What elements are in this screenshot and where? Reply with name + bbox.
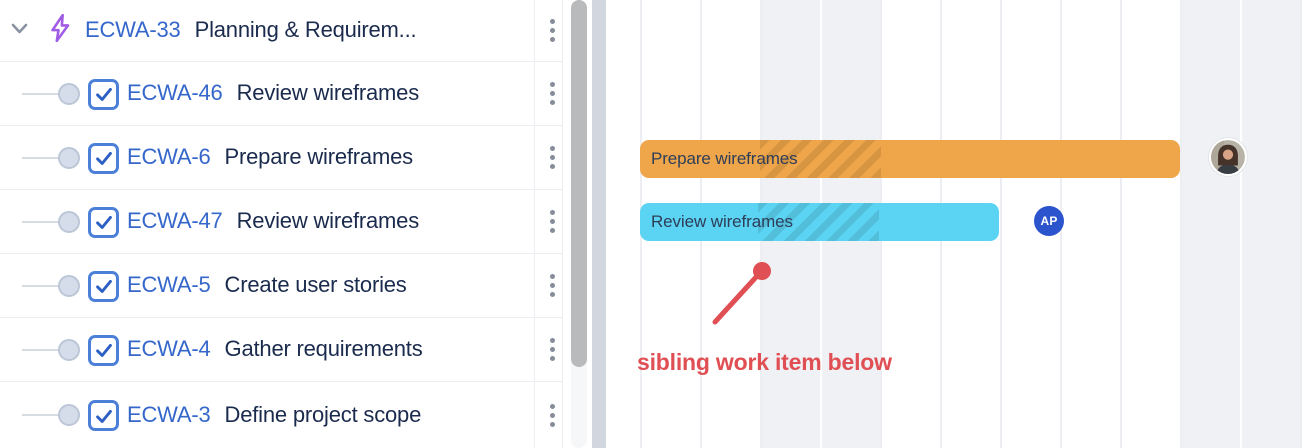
- assignee-initials-avatar: AP: [1034, 206, 1064, 236]
- day-gridline: [1180, 0, 1182, 448]
- task-checkbox-icon: [88, 78, 119, 110]
- more-actions-button[interactable]: [537, 399, 567, 431]
- work-item-key[interactable]: ECWA-46: [127, 80, 223, 105]
- assignee-photo-avatar: [1208, 137, 1248, 177]
- non-working-days-hatch: [758, 203, 879, 241]
- work-item-summary: Define project scope: [224, 401, 422, 427]
- work-item-row[interactable]: ECWA-6 Prepare wireframes: [0, 126, 562, 190]
- tree-connector: [22, 92, 59, 95]
- day-gridline: [1300, 0, 1302, 448]
- work-item-key[interactable]: ECWA-47: [127, 208, 223, 233]
- tree-connector: [22, 220, 59, 223]
- more-actions-button[interactable]: [537, 78, 567, 110]
- tree-connector: [22, 348, 59, 351]
- status-dot: [58, 82, 80, 105]
- task-checkbox-icon: [88, 400, 119, 431]
- chevron-down-icon[interactable]: [11, 22, 28, 35]
- status-dot: [58, 274, 80, 297]
- more-actions-button[interactable]: [537, 15, 567, 47]
- work-item-summary: Review wireframes: [236, 80, 420, 105]
- work-item-row[interactable]: ECWA-46 Review wireframes: [0, 62, 562, 126]
- annotation-text: sibling work item below: [637, 349, 892, 375]
- work-item-summary: Prepare wireframes: [224, 144, 414, 169]
- work-item-row-epic[interactable]: ECWA-33 Planning & Requirem...: [0, 0, 562, 62]
- work-item-key[interactable]: ECWA-33: [85, 17, 181, 42]
- day-gridline: [1120, 0, 1122, 448]
- work-item-row[interactable]: ECWA-4 Gather requirements: [0, 318, 562, 382]
- work-item-key[interactable]: ECWA-3: [127, 401, 211, 427]
- scrollbar-thumb[interactable]: [571, 0, 587, 367]
- timeline-panel: Prepare wireframes Review wireframes AP …: [606, 0, 1304, 448]
- tree-connector: [22, 414, 59, 416]
- tree-connector: [22, 156, 59, 159]
- more-actions-button[interactable]: [537, 206, 567, 238]
- day-gridline: [1240, 0, 1242, 448]
- tree-connector: [22, 284, 59, 287]
- more-actions-button[interactable]: [537, 142, 567, 174]
- more-actions-button[interactable]: [537, 270, 567, 302]
- work-items-panel: ECWA-33 Planning & Requirem... ECWA-46 R…: [0, 0, 563, 448]
- status-dot: [58, 338, 80, 361]
- more-actions-button[interactable]: [537, 334, 567, 366]
- bar-label: Review wireframes: [651, 212, 793, 231]
- task-checkbox-icon: [88, 270, 119, 302]
- work-item-row[interactable]: ECWA-47 Review wireframes: [0, 190, 562, 254]
- work-item-row[interactable]: ECWA-3 Define project scope: [0, 382, 562, 448]
- task-checkbox-icon: [88, 142, 119, 174]
- scrollbar-gutter: [563, 0, 592, 448]
- work-item-row[interactable]: ECWA-5 Create user stories: [0, 254, 562, 318]
- work-item-key[interactable]: ECWA-6: [127, 144, 211, 169]
- day-gridline: [1000, 0, 1002, 448]
- work-item-summary: Review wireframes: [236, 208, 420, 233]
- status-dot: [58, 146, 80, 169]
- timeline-bar-prepare-wireframes[interactable]: Prepare wireframes: [640, 140, 1180, 178]
- task-checkbox-icon: [88, 334, 119, 366]
- panel-edge-line: [562, 0, 563, 448]
- work-item-summary: Gather requirements: [224, 336, 423, 361]
- panel-resize-divider[interactable]: [592, 0, 606, 448]
- timeline-bar-review-wireframes[interactable]: Review wireframes: [640, 203, 999, 241]
- status-dot: [58, 210, 80, 233]
- bar-label: Prepare wireframes: [651, 149, 798, 168]
- epic-lightning-icon: [45, 13, 75, 43]
- menu-column-separator: [534, 0, 535, 448]
- work-item-summary: Create user stories: [224, 272, 407, 297]
- task-checkbox-icon: [88, 206, 119, 238]
- work-item-key[interactable]: ECWA-5: [127, 272, 211, 297]
- non-working-days-hatch: [760, 140, 881, 178]
- work-item-summary: Planning & Requirem...: [194, 17, 417, 42]
- status-dot: [58, 404, 80, 426]
- work-item-key[interactable]: ECWA-4: [127, 336, 211, 361]
